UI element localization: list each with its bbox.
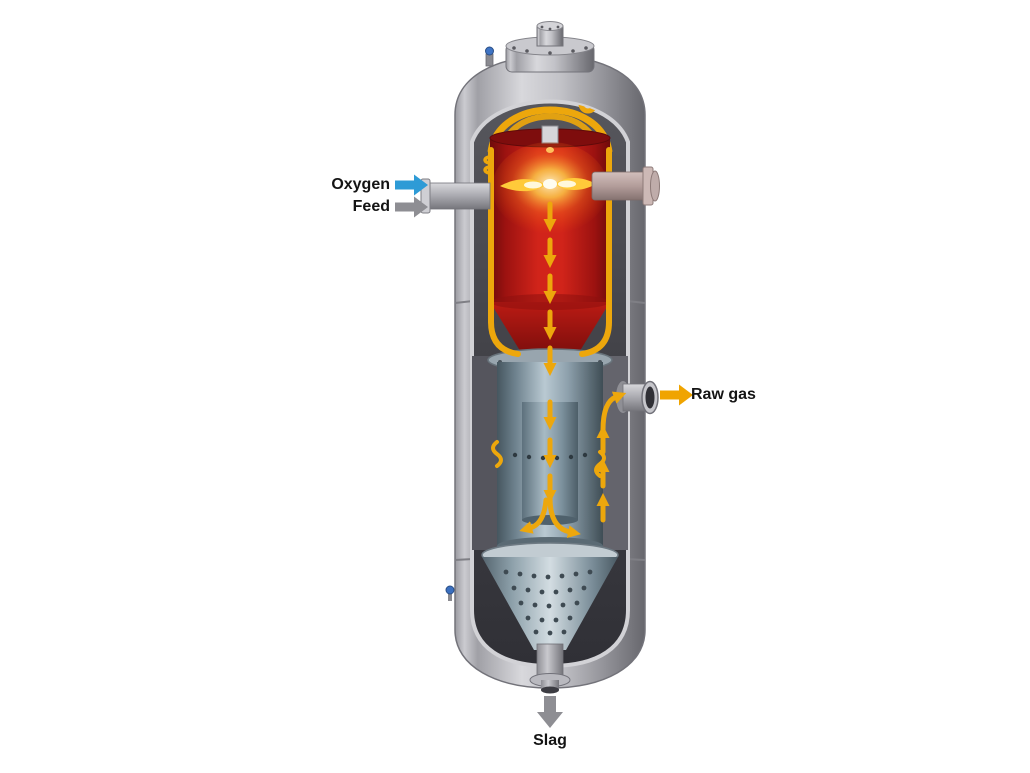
vent-valve [485, 46, 494, 67]
slag-label: Slag [533, 732, 567, 749]
oxygen-arrow-icon [395, 174, 428, 196]
raw-gas-arrow-icon [660, 384, 693, 406]
burner-nozzle [591, 166, 660, 206]
raw-gas-nozzle [616, 380, 659, 415]
top-manway [505, 21, 595, 73]
feed-label: Feed [352, 198, 390, 215]
feed-arrow-icon [395, 196, 428, 218]
raw-gas-label: Raw gas [691, 386, 756, 403]
cone-perforations [503, 569, 593, 636]
drain-valve [445, 585, 455, 601]
burner-flames [500, 177, 596, 192]
slag-cone [481, 542, 619, 650]
slag-arrow-icon [537, 696, 563, 728]
feed-oxygen-nozzle [420, 178, 491, 214]
flow-to-raw-gas [600, 391, 627, 433]
flow-arrows [519, 201, 610, 538]
slag-outlet [529, 643, 571, 694]
oxygen-label: Oxygen [331, 176, 390, 193]
